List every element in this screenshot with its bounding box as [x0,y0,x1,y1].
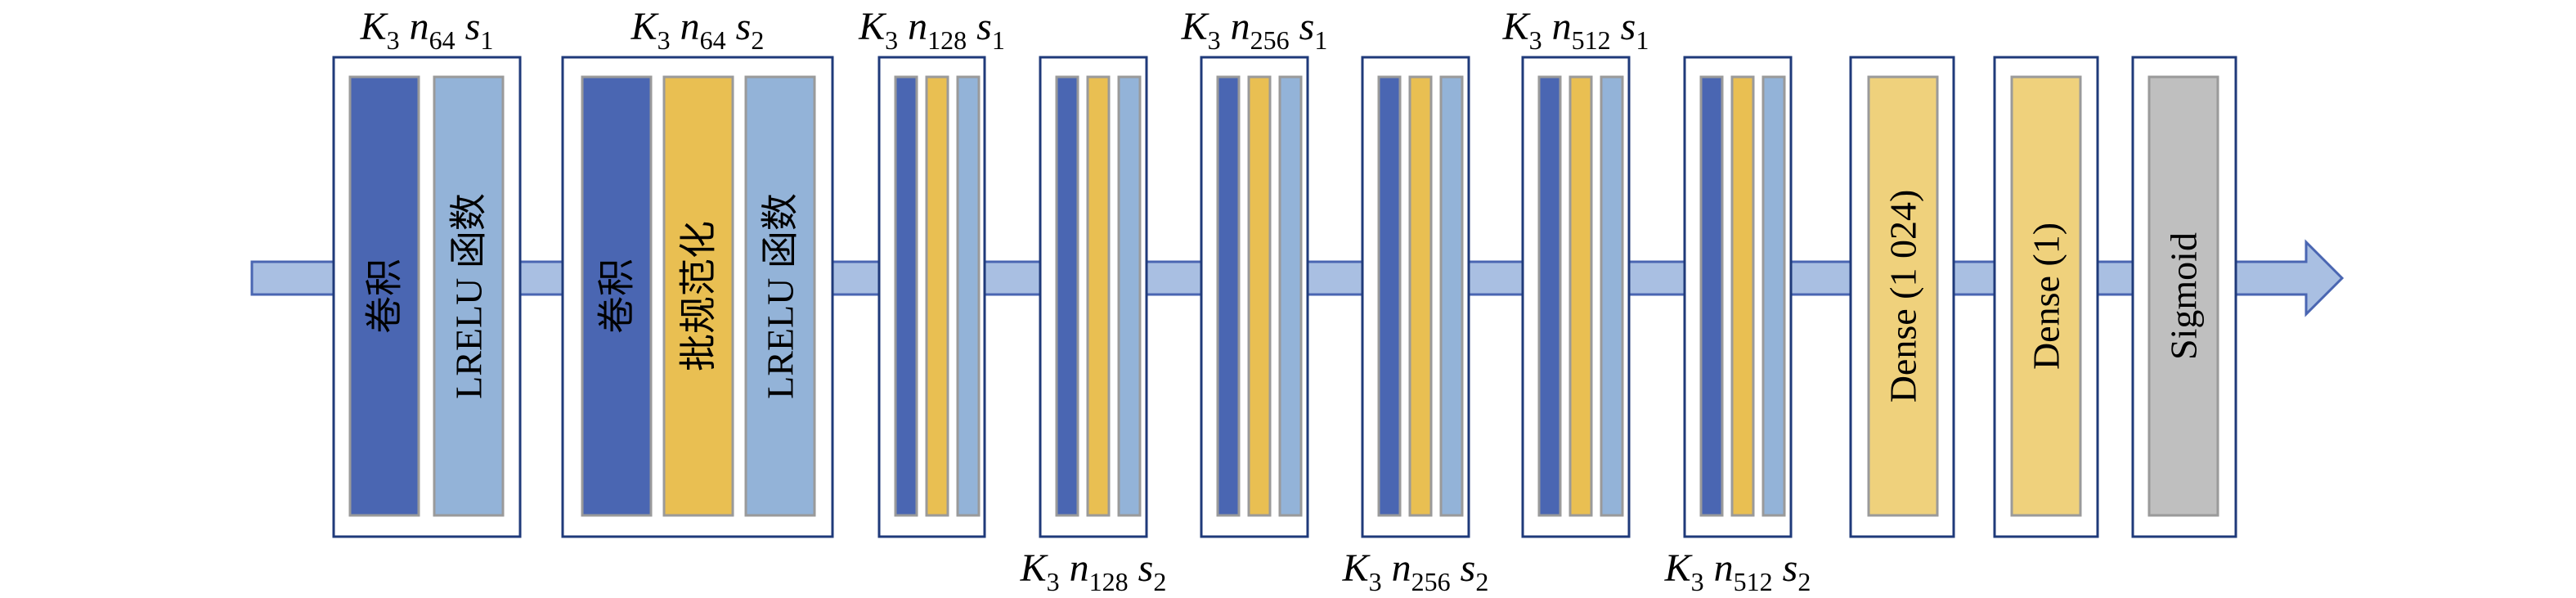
block-sigmoid-sigmoid-bar [2147,75,2219,517]
block-2-label: K3 n64 s2 [631,5,765,55]
block-4-conv-bar [1055,75,1079,517]
block-sigmoid: Sigmoid [2131,56,2237,538]
block-7 [1521,56,1631,538]
block-3 [877,56,986,538]
block-1-label: K3 n64 s1 [360,5,494,55]
block-1-act-text: LRELU 函数 [448,193,490,399]
block-5-label: K3 n256 s1 [1181,5,1328,55]
block-dense-1024-dense-bar [1867,75,1939,517]
block-3-act-bar [956,75,981,517]
block-2-act-bar [744,75,816,517]
block-3-bn-bar [925,75,949,517]
block-5-bn-bar [1247,75,1272,517]
block-4 [1039,56,1148,538]
block-2-act-text: LRELU 函数 [760,193,801,399]
block-1-act-bar [433,75,505,517]
block-dense-1024-dense-text: Dense (1 024) [1883,190,1924,403]
block-2-conv-bar [581,75,653,517]
block-dense-1-dense-bar [2010,75,2082,517]
block-dense-1024: Dense (1 024) [1849,56,1955,538]
block-1-conv-bar [348,75,420,517]
block-8-act-bar [1761,75,1786,517]
block-8-label: K3 n512 s2 [1664,546,1811,596]
block-8-bn-bar [1730,75,1755,517]
block-4-label: K3 n128 s2 [1020,546,1167,596]
block-2: 卷积批规范化 LRELU 函数 [561,56,834,538]
block-6-act-bar [1439,75,1464,517]
block-dense-1-dense-text: Dense (1) [2026,223,2067,370]
block-7-act-bar [1600,75,1624,517]
block-7-conv-bar [1537,75,1562,517]
block-7-bn-bar [1568,75,1593,517]
block-6-conv-bar [1377,75,1402,517]
block-6 [1361,56,1470,538]
block-5 [1200,56,1309,538]
block-4-act-bar [1117,75,1142,517]
block-2-bn-bar [662,75,734,517]
block-1-conv-text: 卷积 [364,259,406,334]
block-5-act-bar [1278,75,1303,517]
block-dense-1: Dense (1) [1993,56,2099,538]
block-1: 卷积 LRELU 函数 [332,56,522,538]
block-6-bn-bar [1408,75,1433,517]
block-sigmoid-sigmoid-text: Sigmoid [2163,232,2205,360]
labels-layer: K3 n64 s1 K3 n64 s2 K3 n128 s1 K3 n128 s2 K3… [360,5,1811,596]
block-5-conv-bar [1216,75,1241,517]
block-6-label: K3 n256 s2 [1342,546,1489,596]
block-4-bn-bar [1086,75,1111,517]
block-8 [1683,56,1793,538]
block-3-conv-bar [894,75,918,517]
block-2-conv-text: 卷积 [596,259,638,334]
block-3-label: K3 n128 s1 [858,5,1005,55]
block-2-bn-text: 批规范化 [678,221,720,371]
block-8-conv-bar [1699,75,1724,517]
block-7-label: K3 n512 s1 [1502,5,1649,55]
